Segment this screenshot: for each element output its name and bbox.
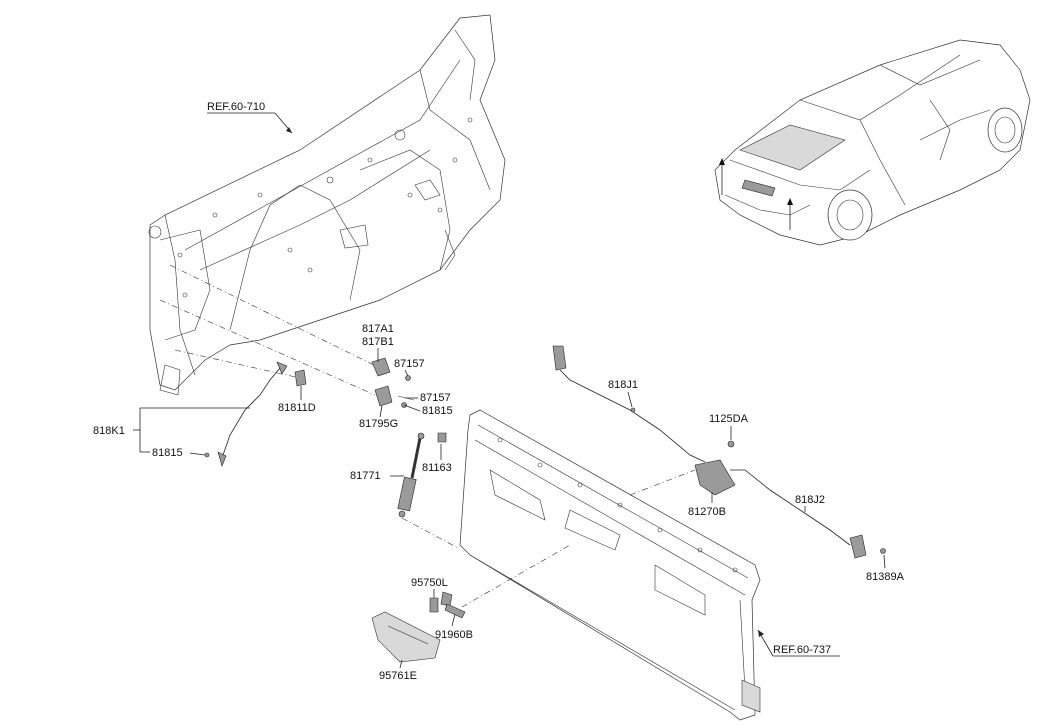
part-number-817A1[interactable]: 817A1: [362, 323, 394, 335]
part-label-95750L[interactable]: 95750L: [411, 577, 448, 598]
part-number-81389A[interactable]: 81389A: [866, 571, 905, 583]
part-label-81771[interactable]: 81771: [350, 470, 404, 482]
part-label-95761E[interactable]: 95761E: [379, 659, 417, 682]
part-number-818J1[interactable]: 818J1: [608, 379, 638, 391]
part-number-91960B[interactable]: 91960B: [435, 629, 473, 641]
arrow-icon: [286, 127, 292, 133]
cable-818J1: [552, 345, 706, 463]
rear-body-structure: [148, 14, 506, 396]
part-label-81795G[interactable]: 81795G: [359, 405, 398, 430]
vehicle-thumbnail: [714, 39, 1031, 246]
part-number-87157[interactable]: 87157: [394, 358, 425, 370]
part-number-817B1[interactable]: 817B1: [362, 336, 394, 348]
part-number-81270B[interactable]: 81270B: [688, 506, 726, 518]
part-label-1125DA[interactable]: 1125DA: [709, 413, 749, 440]
part-number-81163[interactable]: 81163: [422, 462, 452, 474]
part-number-818J2[interactable]: 818J2: [795, 494, 825, 506]
latch-81270B: [629, 440, 736, 496]
part-number-1125DA[interactable]: 1125DA: [709, 413, 749, 425]
ref-60-737-callout[interactable]: REF.60-737: [757, 629, 840, 657]
part-label-818K1[interactable]: 818K1: [93, 407, 250, 453]
part-number-81815[interactable]: 81815: [422, 405, 453, 417]
part-number-81811D[interactable]: 81811D: [278, 402, 316, 414]
part-number-81795G[interactable]: 81795G: [359, 418, 398, 430]
part-label-87157-lower[interactable]: 87157: [405, 392, 451, 404]
gas-strut-81771: [397, 432, 459, 549]
part-number-87157[interactable]: 87157: [420, 392, 451, 404]
part-label-817A1[interactable]: 817A1: [362, 323, 394, 335]
part-number-81771[interactable]: 81771: [350, 470, 381, 482]
part-label-81815-right[interactable]: 81815: [403, 404, 453, 417]
alignment-line: [174, 349, 301, 379]
cable-818K1: [204, 361, 288, 467]
part-number-95761E[interactable]: 95761E: [379, 670, 417, 682]
part-label-87157-upper[interactable]: 87157: [394, 358, 425, 377]
alignment-line: [159, 299, 376, 396]
striker-assembly: [294, 357, 415, 408]
part-label-81163[interactable]: 81163: [422, 444, 452, 474]
part-label-81270B[interactable]: 81270B: [688, 492, 726, 518]
ref-60-737-label[interactable]: REF.60-737: [773, 644, 831, 656]
ref-60-710-label[interactable]: REF.60-710: [207, 101, 265, 113]
part-label-91960B[interactable]: 91960B: [435, 613, 473, 641]
cable-818J2: [730, 469, 886, 559]
part-label-817B1[interactable]: 817B1: [362, 336, 394, 362]
part-number-818K1[interactable]: 818K1: [93, 425, 125, 437]
part-number-81815[interactable]: 81815: [152, 447, 183, 459]
handle-assembly: [371, 544, 571, 663]
part-label-81389A[interactable]: 81389A: [866, 554, 905, 583]
part-label-81811D[interactable]: 81811D: [278, 386, 316, 414]
part-label-818J2[interactable]: 818J2: [795, 494, 825, 512]
part-label-818J1[interactable]: 818J1: [608, 379, 638, 408]
part-label-81815-left[interactable]: 81815: [152, 447, 206, 459]
part-number-95750L[interactable]: 95750L: [411, 577, 448, 589]
arrow-icon: [758, 630, 764, 637]
tailgate-panel: [459, 409, 761, 721]
ref-60-710-callout[interactable]: REF.60-710: [207, 101, 293, 134]
